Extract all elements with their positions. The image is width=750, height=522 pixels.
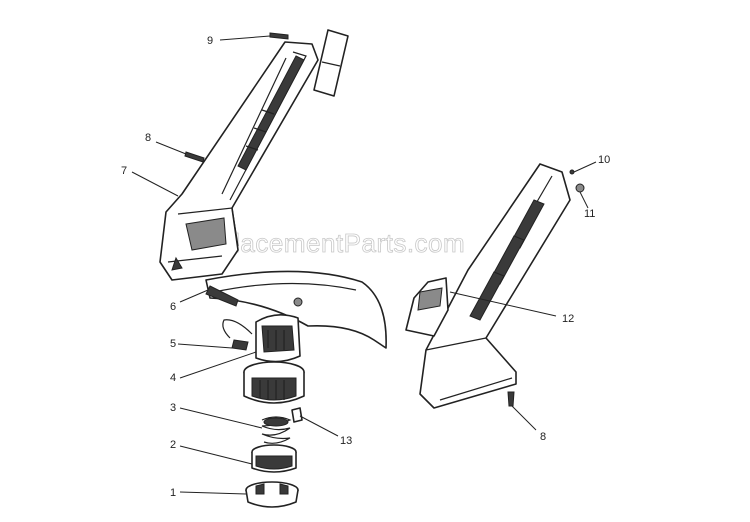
spool-cap [245, 481, 299, 508]
callout-labels: 9 8 7 6 5 4 3 2 1 13 10 11 12 8 [121, 35, 610, 499]
callout-10: 10 [598, 154, 610, 166]
spool [251, 444, 297, 473]
spring [261, 416, 292, 444]
callout-5: 5 [170, 338, 176, 350]
callout-3: 3 [170, 402, 176, 414]
shaft-fragment [313, 29, 349, 97]
upper-shaft-housing [159, 41, 319, 281]
callout-12: 12 [562, 313, 574, 325]
screws [184, 32, 585, 407]
callout-13: 13 [340, 435, 352, 447]
callout-8-lower: 8 [540, 431, 546, 443]
callout-2: 2 [170, 439, 176, 451]
grass-guard [205, 270, 387, 349]
lower-housing-half [405, 163, 571, 409]
motor-base [243, 361, 305, 404]
callout-7: 7 [121, 165, 127, 177]
motor [222, 314, 301, 363]
callout-8-upper: 8 [145, 132, 151, 144]
callout-4: 4 [170, 372, 176, 384]
callout-9: 9 [207, 35, 213, 47]
callout-11: 11 [584, 208, 595, 220]
leader-lines [131, 35, 597, 495]
callout-6: 6 [170, 301, 176, 313]
retainer-pin [291, 407, 303, 423]
callout-1: 1 [170, 487, 176, 499]
